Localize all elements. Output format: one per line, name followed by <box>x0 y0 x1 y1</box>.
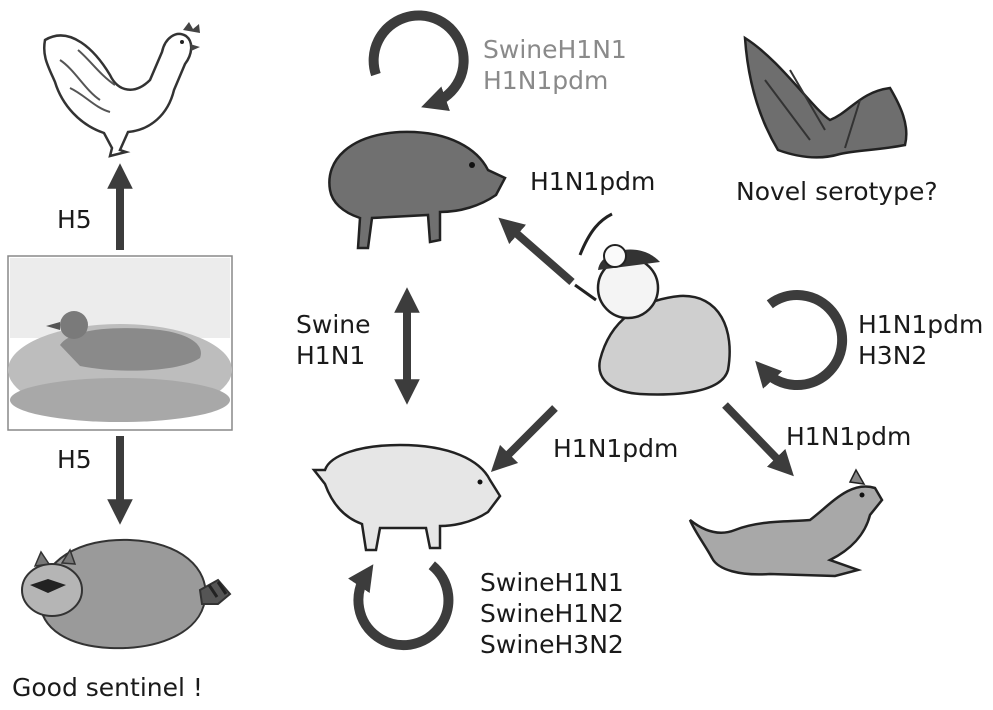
swine-h1n1-line-1: Swine <box>296 309 371 340</box>
human-to-boar-label: H1N1pdm <box>530 166 655 197</box>
human-to-pig-arrow <box>500 408 555 463</box>
good-sentinel-label: Good sentinel ! <box>12 672 203 703</box>
duck-icon <box>8 256 232 430</box>
wild-boar-cycle-label: SwineH1N1 H1N1pdm <box>483 34 627 96</box>
swine-h1n1-line-2: H1N1 <box>296 340 371 371</box>
swine-h1n1-label: Swine H1N1 <box>296 309 371 371</box>
human-cycle-line-2: H3N2 <box>858 340 983 371</box>
bat-icon <box>745 38 906 157</box>
h5-label-bottom: H5 <box>57 444 92 475</box>
pig-cycle-line-1: SwineH1N1 <box>480 567 624 598</box>
dog-icon <box>690 470 882 576</box>
human-to-dog-arrow <box>725 405 785 467</box>
pig-cycle-line-2: SwineH1N2 <box>480 598 624 629</box>
pig-cycle-line-3: SwineH3N2 <box>480 629 624 660</box>
wild-boar-cycle-line-2: H1N1pdm <box>483 65 627 96</box>
wild-boar-icon <box>329 132 505 248</box>
raccoon-icon <box>22 540 230 648</box>
human-to-pig-label: H1N1pdm <box>553 433 678 464</box>
pig-cycle-arrow <box>358 565 448 645</box>
human-to-dog-label: H1N1pdm <box>786 421 911 452</box>
human-to-boar-arrow <box>508 226 572 282</box>
chicken-icon <box>44 22 200 156</box>
pig-cycle-label: SwineH1N1 SwineH1N2 SwineH3N2 <box>480 567 624 660</box>
wild-boar-cycle-arrow <box>374 15 464 103</box>
wild-boar-cycle-line-1: SwineH1N1 <box>483 34 627 65</box>
h5-label-top: H5 <box>57 204 92 235</box>
domestic-pig-icon <box>314 445 500 550</box>
human-cycle-arrow <box>764 295 842 385</box>
human-cycle-label: H1N1pdm H3N2 <box>858 309 983 371</box>
human-cycle-line-1: H1N1pdm <box>858 309 983 340</box>
novel-serotype-label: Novel serotype? <box>736 176 938 207</box>
human-icon <box>575 214 730 394</box>
